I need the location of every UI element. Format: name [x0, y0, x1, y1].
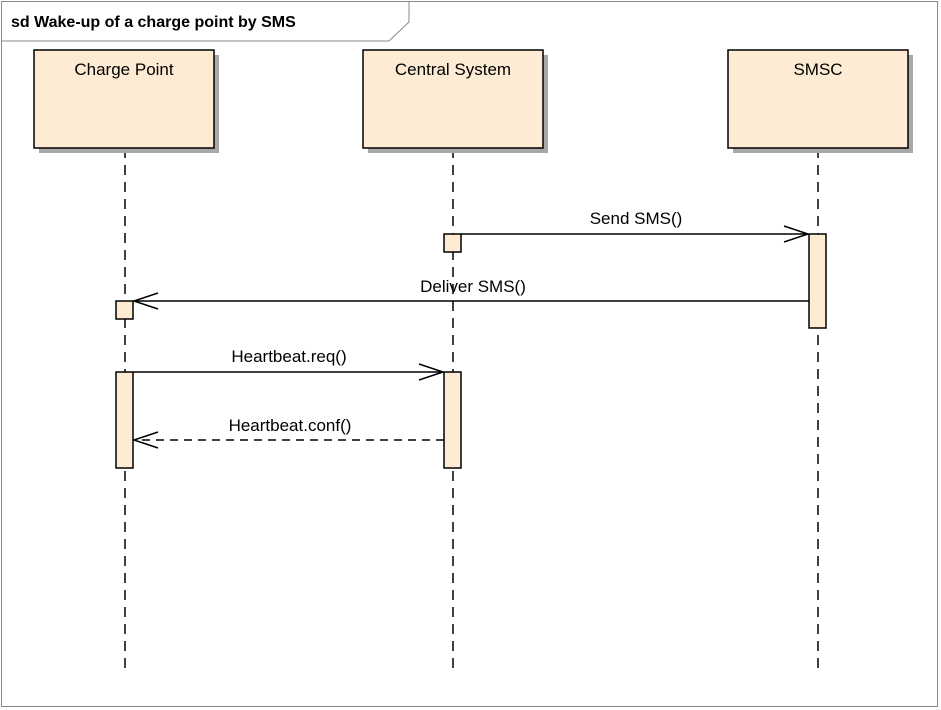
- arrow-head: [131, 431, 159, 449]
- message-label: Send SMS(): [590, 209, 683, 228]
- message-heartbeat-req: Heartbeat.req(): [133, 347, 446, 381]
- message-send-sms: Send SMS(): [461, 209, 811, 243]
- participant-smsc: SMSC: [727, 49, 913, 153]
- participant-charge-point: Charge Point: [33, 49, 219, 153]
- activation-charge-point-deliver: [115, 300, 134, 320]
- participant-label: Central System: [395, 60, 511, 79]
- diagram-title: sd Wake-up of a charge point by SMS: [11, 14, 296, 31]
- participant-central-system: Central System: [362, 49, 548, 153]
- participant-label: Charge Point: [74, 60, 174, 79]
- participant-box: [362, 49, 544, 149]
- title-tab: [1, 1, 410, 42]
- participant-box: [33, 49, 215, 149]
- arrow-head: [131, 292, 159, 310]
- activation-central-system-heartbeat: [443, 371, 462, 469]
- message-label: Deliver SMS(): [420, 277, 526, 296]
- message-heartbeat-conf: Heartbeat.conf(): [131, 416, 444, 449]
- message-label: Heartbeat.req(): [231, 347, 346, 366]
- participant-box: [727, 49, 909, 149]
- participant-label: SMSC: [793, 60, 842, 79]
- activation-central-system-send: [443, 233, 462, 253]
- activation-charge-point-heartbeat: [115, 371, 134, 469]
- message-deliver-sms: Deliver SMS(): [131, 277, 809, 310]
- arrow-head: [783, 225, 811, 243]
- arrow-head: [418, 363, 446, 381]
- message-label: Heartbeat.conf(): [229, 416, 352, 435]
- activation-smsc: [808, 233, 827, 329]
